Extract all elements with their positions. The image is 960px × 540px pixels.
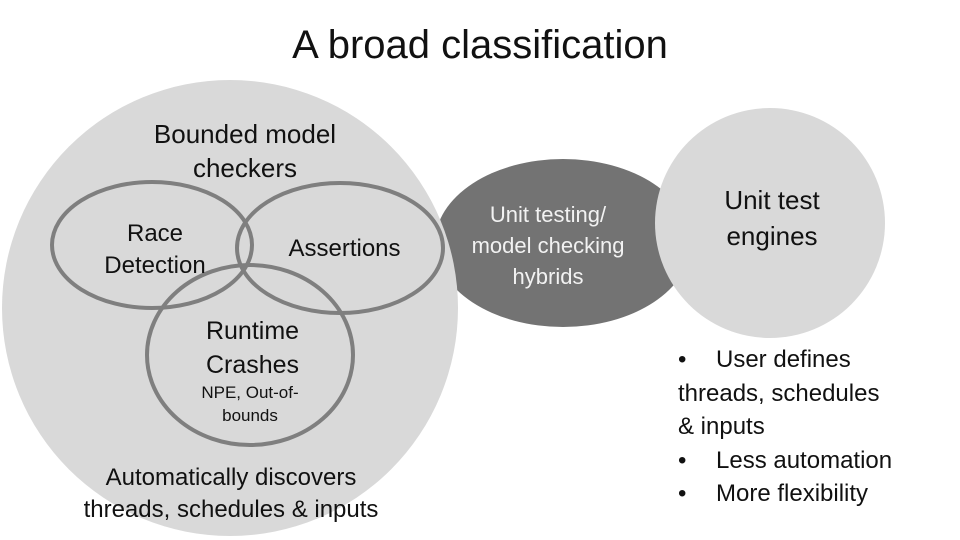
race-label-line2: Detection: [104, 252, 206, 279]
bullet-icon: •: [678, 346, 687, 373]
hybrid-label: Unit testing/ model checking hybrids: [448, 199, 648, 292]
bounded-model-checkers-label: Bounded model checkers: [110, 117, 380, 185]
unit-test-engines-circle: [655, 108, 885, 338]
bounded-model-checkers-circle: [2, 80, 458, 536]
hybrid-label-line3: hybrids: [512, 264, 584, 289]
unit-test-bullet-list: • User defines threads, schedules & input…: [678, 343, 948, 511]
race-detection-ellipse: [50, 180, 254, 310]
unit-test-label-line2: engines: [726, 221, 818, 251]
bullet1-line1: User defines: [716, 346, 851, 373]
npe-label-line2: bounds: [222, 406, 278, 425]
hybrid-ellipse: [435, 159, 691, 327]
bounded-label-line1: Bounded model: [153, 119, 337, 149]
unit-test-label-line1: Unit test: [724, 185, 820, 215]
bounded-label-line2: checkers: [192, 153, 298, 183]
bullet1-line2: threads, schedules: [678, 379, 880, 407]
race-detection-label: Race Detection: [80, 218, 230, 282]
bullet-item-less-automation: • Less automation: [678, 444, 948, 478]
hybrid-label-line1: Unit testing/: [489, 202, 607, 227]
page-title: A broad classification: [292, 23, 668, 67]
auto-caption-line1: Automatically discovers: [105, 464, 357, 491]
crashes-label-line1: Runtime: [205, 317, 300, 345]
auto-discovers-caption: Automatically discovers threads, schedul…: [50, 462, 412, 526]
bullet-icon: •: [678, 446, 687, 474]
bullet-icon: •: [678, 480, 687, 507]
runtime-crashes-ellipse: [145, 263, 355, 447]
auto-caption-line2: threads, schedules & inputs: [83, 496, 379, 523]
bullet3-text: More flexibility: [716, 480, 869, 507]
bullet-item-user-defines: • User defines: [678, 343, 948, 377]
crashes-label-line2: Crashes: [205, 351, 300, 379]
bullet-item-more-flexibility: • More flexibility: [678, 477, 948, 511]
npe-label: NPE, Out-of- bounds: [175, 381, 325, 427]
npe-label-line1: NPE, Out-of-: [201, 383, 299, 402]
runtime-crashes-label: Runtime Crashes: [175, 314, 330, 382]
hybrid-label-line2: model checking: [471, 233, 625, 258]
race-label-line1: Race: [126, 220, 184, 247]
assertions-label: Assertions: [288, 235, 401, 262]
bullet2-text: Less automation: [716, 446, 893, 474]
unit-test-engines-label: Unit test engines: [692, 182, 852, 254]
bullet1-line3: & inputs: [678, 413, 765, 440]
